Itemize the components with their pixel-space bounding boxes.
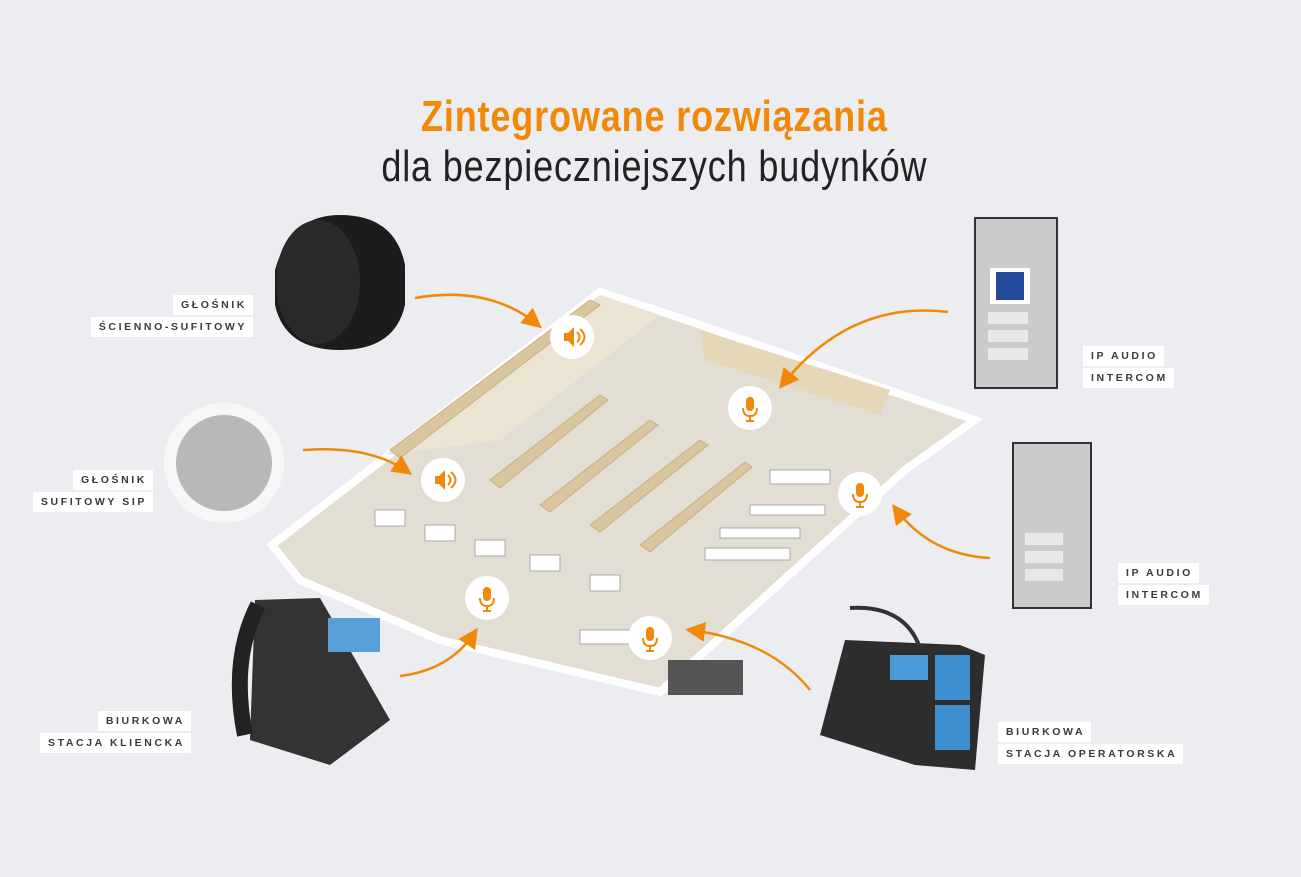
- desk-phone-icon: [231, 598, 390, 765]
- microphone-marker[interactable]: [838, 472, 882, 516]
- label-wall-ceiling-speaker-1: GŁOŚNIK: [172, 295, 253, 315]
- microphone-marker[interactable]: [728, 386, 772, 430]
- speaker-marker[interactable]: [550, 315, 594, 359]
- label-intercom-1-line2: INTERCOM: [1083, 368, 1174, 388]
- microphone-marker[interactable]: [628, 616, 672, 660]
- label-wall-ceiling-speaker-2: ŚCIENNO-SUFITOWY: [90, 317, 253, 337]
- label-desk-phone-2: STACJA KLIENCKA: [39, 733, 191, 753]
- ceiling-speaker-icon: [164, 403, 284, 523]
- label-intercom-1-line1: IP AUDIO: [1083, 346, 1164, 366]
- intercom-icon: [1012, 442, 1092, 609]
- intercom-video-icon: [974, 217, 1058, 389]
- label-intercom-2-line2: INTERCOM: [1118, 585, 1209, 605]
- title-line-2: dla bezpieczniejszych budynków: [381, 142, 928, 191]
- label-desk-phone-1: BIURKOWA: [97, 711, 191, 731]
- label-operator-2: STACJA OPERATORSKA: [998, 744, 1184, 764]
- connection-arrows: [302, 293, 991, 691]
- microphone-marker[interactable]: [465, 576, 509, 620]
- label-intercom-2-line1: IP AUDIO: [1118, 563, 1199, 583]
- wall-ceiling-speaker-icon: [275, 215, 405, 350]
- title-line-1: Zintegrowane rozwiązania: [420, 92, 888, 141]
- label-ceiling-speaker-2: SUFITOWY SIP: [32, 492, 153, 512]
- label-ceiling-speaker-1: GŁOŚNIK: [72, 470, 153, 490]
- operator-console-icon: [820, 605, 985, 770]
- label-operator-1: BIURKOWA: [998, 722, 1092, 742]
- speaker-marker[interactable]: [421, 458, 465, 502]
